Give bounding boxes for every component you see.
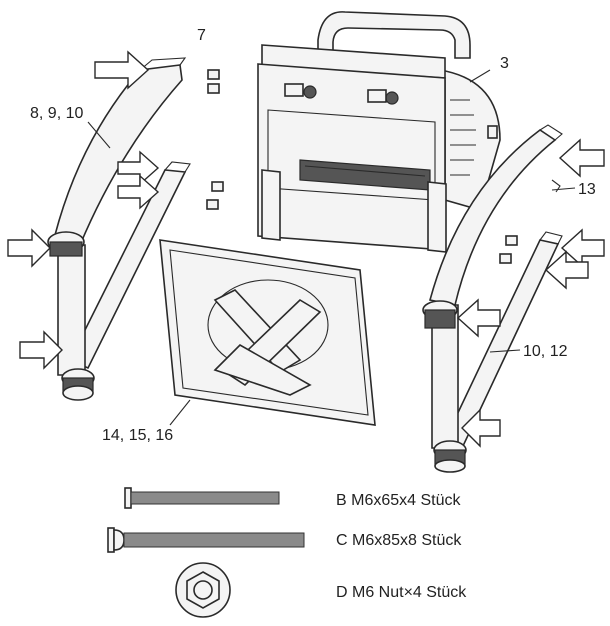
- bolt-c-icon: [107, 527, 305, 553]
- fire-pit-body: [257, 11, 501, 253]
- callout-13: 13: [578, 181, 596, 198]
- bottom-panel: [159, 239, 376, 426]
- callout-7: 7: [197, 27, 206, 44]
- callout-8-9-10: 8, 9, 10: [30, 105, 83, 122]
- nut-d-icon: [175, 562, 231, 618]
- callout-14-15-16: 14, 15, 16: [102, 427, 173, 444]
- right-leg-frame: [422, 124, 563, 473]
- hardware-b-label: B M6x65x4 Stück: [336, 492, 462, 509]
- bolt-b-icon: [124, 487, 280, 509]
- callout-10-12: 10, 12: [523, 343, 568, 360]
- left-leg-frame: [47, 57, 191, 401]
- hardware-d-label: D M6 Nut×4 Stück: [336, 584, 467, 601]
- hardware-c-label: C M6x85x8 Stück: [336, 532, 462, 549]
- direction-arrows: [7, 50, 605, 448]
- leader-lines: [87, 69, 576, 426]
- callout-3: 3: [500, 55, 509, 72]
- nut-parts: [206, 69, 518, 264]
